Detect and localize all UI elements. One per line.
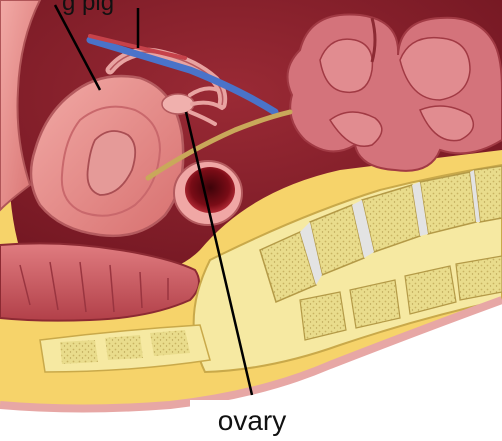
ovary-label: ovary xyxy=(218,405,286,436)
top-partial-label: g pig xyxy=(62,0,114,16)
small-intestine xyxy=(288,14,502,170)
ovarian-cyst xyxy=(174,161,242,225)
